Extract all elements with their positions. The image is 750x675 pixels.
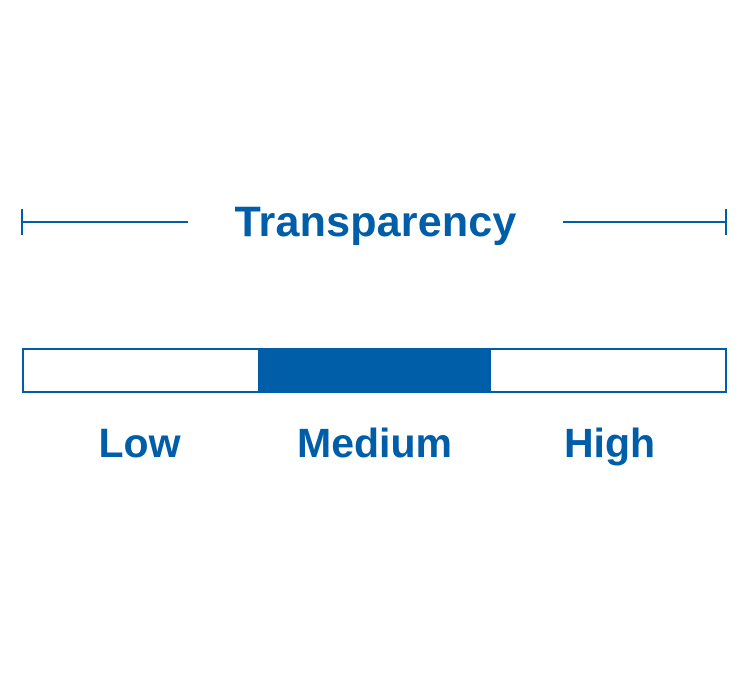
- level-label-medium: Medium: [297, 420, 452, 466]
- level-segment-high: [491, 350, 725, 391]
- bracket-right-line: [563, 221, 727, 223]
- level-label-low: Low: [98, 420, 181, 466]
- level-label-high: High: [563, 420, 656, 466]
- bracket-right-tick: [725, 209, 727, 235]
- scale-title: Transparency: [234, 198, 517, 246]
- level-bar: [22, 348, 727, 393]
- level-segment-medium: [257, 350, 492, 391]
- level-segment-low: [24, 350, 258, 391]
- bracket-left-line: [21, 221, 188, 223]
- level-labels: Low Medium High: [22, 417, 727, 469]
